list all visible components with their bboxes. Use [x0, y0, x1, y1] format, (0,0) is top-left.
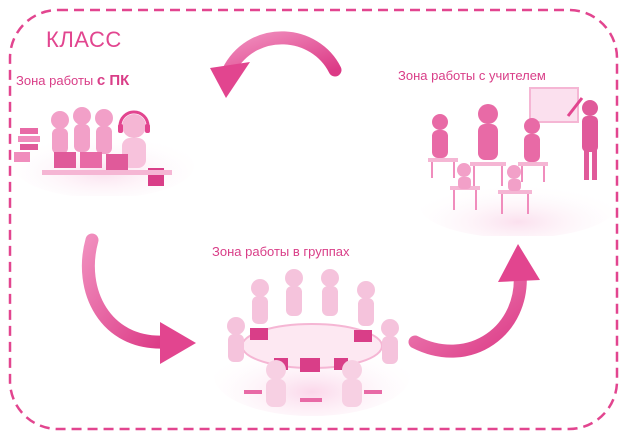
top-cycle-arrow-icon [210, 31, 342, 98]
zone-label-pc-prefix: Зона работы [16, 73, 94, 88]
pc-work-illustration [14, 107, 194, 196]
zone-label-groups: Зона работы в группах [212, 244, 350, 259]
zone-label-pc: Зона работы с ПК [16, 72, 129, 89]
diagram-title: КЛАСС [46, 27, 122, 52]
zone-label-teacher: Зона работы с учителем [398, 68, 546, 83]
right-cycle-arrow-icon [408, 244, 540, 358]
dashed-frame [8, 8, 619, 431]
group-table-illustration [214, 269, 410, 416]
left-cycle-arrow-icon [81, 233, 196, 364]
zone-label-pc-emph: с ПК [96, 72, 130, 89]
teacher-board-illustration [420, 87, 616, 236]
